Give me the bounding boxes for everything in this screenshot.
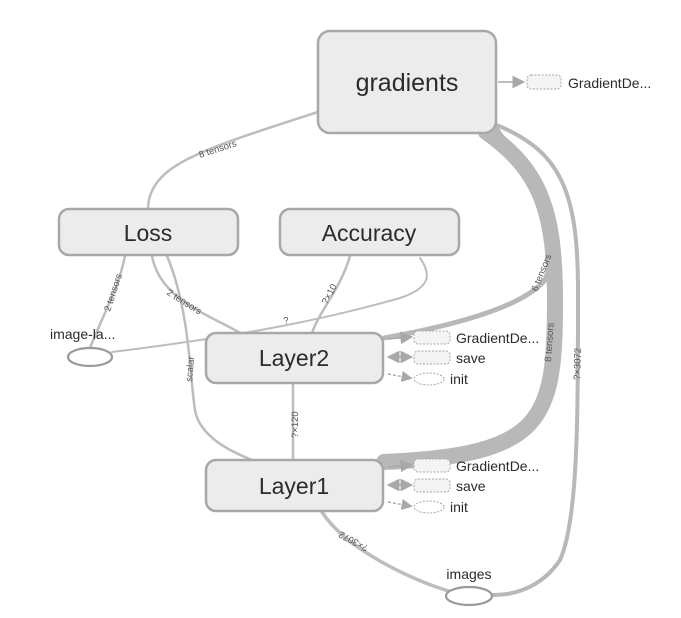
aux-layer1-save-box[interactable]: [413, 478, 451, 493]
edge-layer2-init: [387, 370, 413, 383]
aux-gradients-gradientdescent-label: GradientDe...: [568, 75, 651, 91]
aux-layer2-save-label: save: [456, 350, 486, 366]
edge-layer1-init: [387, 498, 413, 511]
edge-imagelabels-accuracy: [111, 257, 428, 353]
node-loss-label: Loss: [124, 220, 173, 246]
aux-layer2-init-node[interactable]: [413, 372, 445, 386]
node-gradients-label: gradients: [356, 69, 459, 97]
edge-label-gradients-layer1: 8 tensors: [543, 322, 557, 362]
edge-loss-imagelabels: [88, 254, 127, 350]
edge-label-imagelabels-accuracy: ?: [283, 315, 290, 327]
edge-label-loss-imagelabels: 2 tensors: [102, 272, 125, 313]
node-layer2[interactable]: Layer2: [204, 331, 385, 385]
aux-layer1-gradientdescent-label: GradientDe...: [456, 458, 539, 474]
edge-gradients-images: [492, 122, 581, 597]
aux-layer2-init-label: init: [450, 371, 468, 387]
aux-layer1-init-node[interactable]: [413, 500, 445, 514]
node-layer2-label: Layer2: [259, 345, 329, 371]
edge-label-accuracy-layer2: ?×10: [320, 282, 340, 306]
node-gradients[interactable]: gradients: [316, 29, 498, 135]
aux-layer1-gradientdescent-box[interactable]: [413, 458, 451, 473]
aux-layer2-save-box[interactable]: [413, 350, 451, 365]
node-accuracy-label: Accuracy: [322, 220, 417, 246]
edge-accuracy-layer2: [310, 254, 352, 335]
node-loss[interactable]: Loss: [57, 207, 240, 257]
edge-label-layer1-images: ?×3072: [337, 528, 370, 553]
edge-layer1-gradient: [387, 459, 414, 473]
edge-label-layer2-layer1: ?×120: [290, 411, 301, 438]
aux-layer2-gradientdescent-box[interactable]: [413, 330, 451, 345]
edge-layer2-gradient: [387, 331, 414, 345]
edge-label-gradients-images: ?×3072: [572, 348, 584, 380]
edge-gradients-loss: [146, 110, 320, 210]
aux-layer1-save-label: save: [456, 478, 486, 494]
node-accuracy[interactable]: Accuracy: [278, 207, 461, 257]
edge-loss-layer2: [150, 254, 242, 335]
node-images[interactable]: images: [444, 566, 494, 607]
aux-layer1-init-label: init: [450, 499, 468, 515]
edge-loss-layer1: [165, 254, 254, 462]
aux-gradients-gradientdescent-box[interactable]: [526, 74, 562, 90]
node-layer1-label: Layer1: [259, 473, 329, 499]
node-image-labels-label: image-la...: [50, 326, 115, 342]
edges: [88, 110, 581, 597]
node-layer1[interactable]: Layer1: [204, 458, 385, 513]
aux-layer2-gradientdescent-label: GradientDe...: [456, 330, 539, 346]
edge-layer1-images: [320, 510, 454, 594]
edge-gradients-layer1: [376, 124, 564, 470]
node-image-labels[interactable]: image-la...: [50, 326, 115, 368]
node-images-label: images: [446, 566, 491, 582]
edge-label-loss-scalar: scalar: [184, 356, 197, 382]
edge-label-gradients-loss: 8 tensors: [198, 138, 239, 161]
